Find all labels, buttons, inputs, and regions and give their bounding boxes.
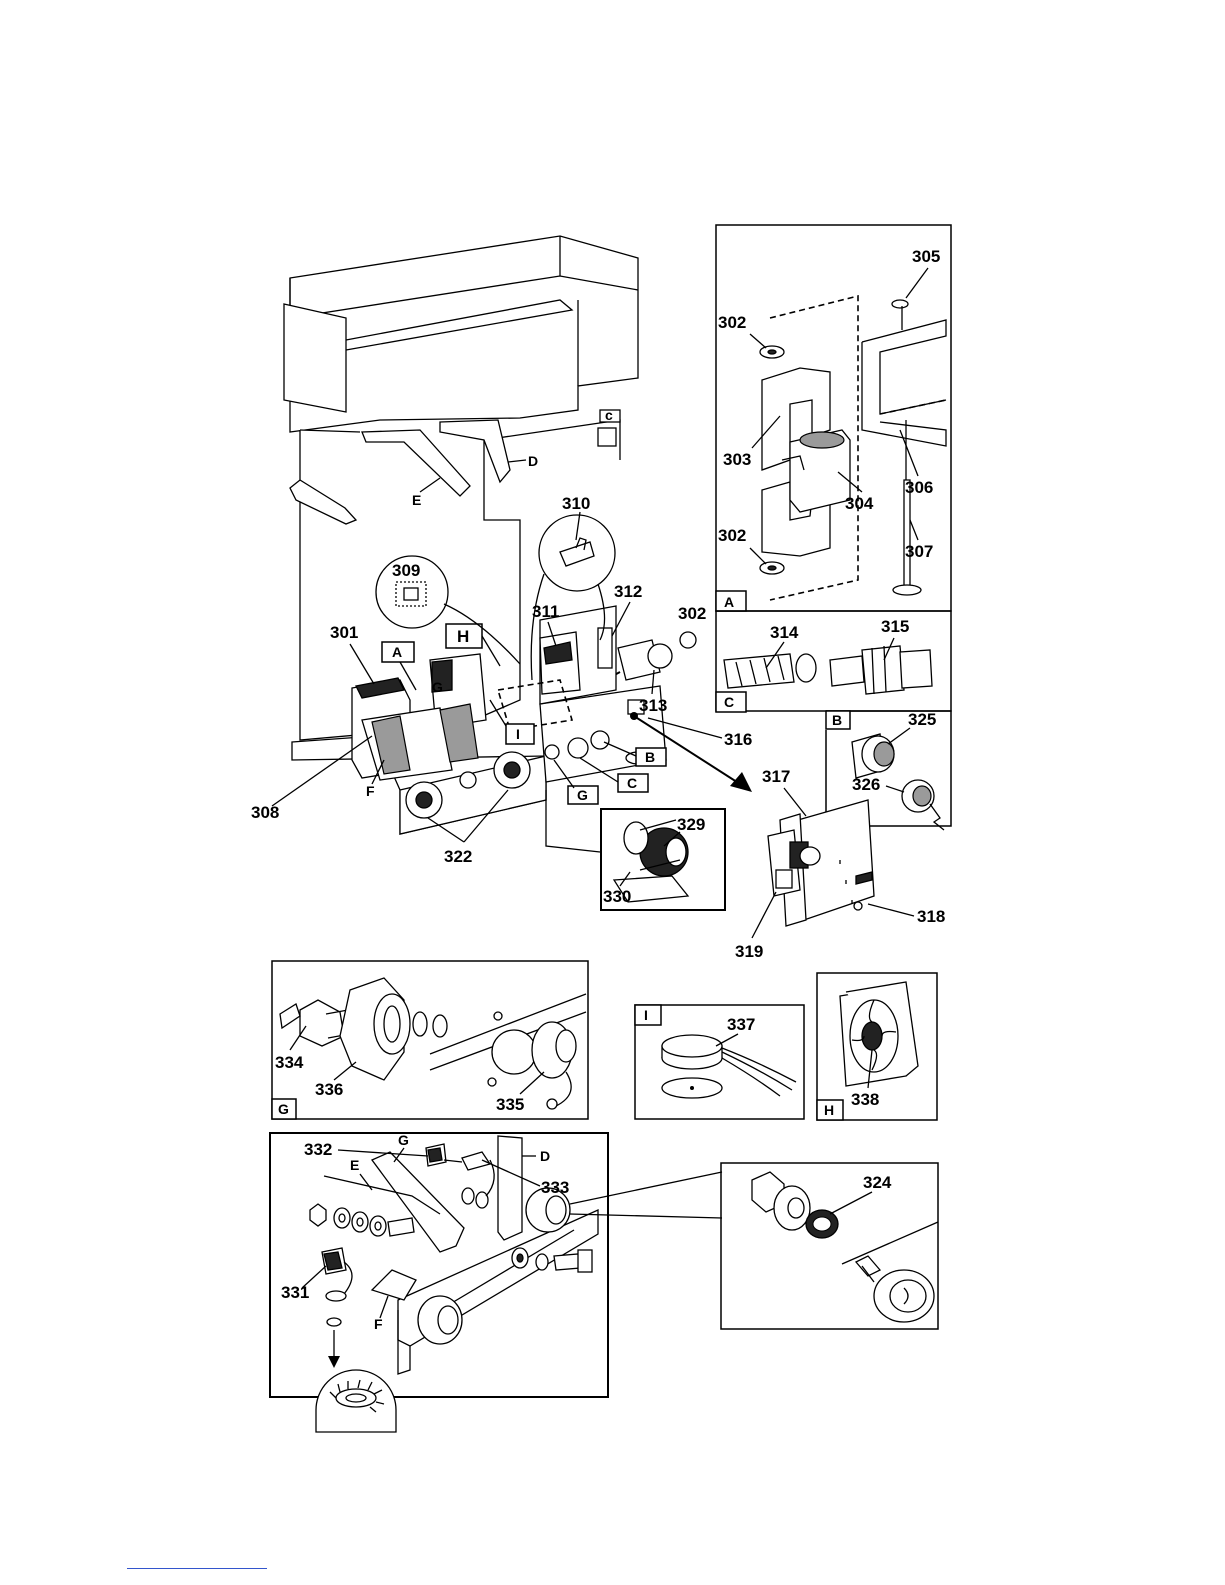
callout-332: 332 [304, 1140, 332, 1159]
callout-313: 313 [639, 696, 667, 715]
callout-306: 306 [905, 478, 933, 497]
callout-319: 319 [735, 942, 763, 961]
detail-324: 324 [721, 1163, 938, 1329]
callout-303: 303 [723, 450, 751, 469]
callout-310: 310 [562, 494, 590, 513]
callout-318: 318 [917, 907, 945, 926]
tag-h: H [457, 627, 469, 646]
inset-g: G 334 336 335 [272, 961, 588, 1119]
callout-325: 325 [908, 710, 936, 729]
callout-314: 314 [770, 623, 799, 642]
lower-label-f: F [374, 1316, 383, 1332]
inset-c-letter: C [724, 694, 734, 710]
callout-322: 322 [444, 847, 472, 866]
inset-g-letter: G [278, 1101, 289, 1117]
lower-exploded-view: D G E F [270, 1132, 608, 1432]
main-assembly: D E c [284, 236, 752, 852]
lower-label-e: E [350, 1157, 359, 1173]
tag-b: B [645, 749, 655, 765]
callout-305: 305 [912, 247, 940, 266]
callout-330: 330 [603, 887, 631, 906]
inset-a: A 305 302 303 304 306 307 302 [716, 225, 951, 611]
callout-317: 317 [762, 767, 790, 786]
callout-308: 308 [251, 803, 279, 822]
callout-307: 307 [905, 542, 933, 561]
callout-335: 335 [496, 1095, 524, 1114]
callout-337: 337 [727, 1015, 755, 1034]
callout-316: 316 [724, 730, 752, 749]
inset-h: H 338 [817, 973, 937, 1120]
label-g-main: G [432, 679, 443, 695]
callout-302-main: 302 [678, 604, 706, 623]
callout-336: 336 [315, 1080, 343, 1099]
label-e: E [412, 492, 421, 508]
label-f: F [366, 783, 375, 799]
inset-h-letter: H [824, 1102, 834, 1118]
tag-g: G [577, 787, 588, 803]
callout-309: 309 [392, 561, 420, 580]
callout-338: 338 [851, 1090, 879, 1109]
detail-leader-bottom [570, 1214, 722, 1218]
callout-334: 334 [275, 1053, 304, 1072]
callout-312: 312 [614, 582, 642, 601]
inset-b-letter: B [832, 712, 842, 728]
callout-333: 333 [541, 1178, 569, 1197]
inset-i-letter: I [644, 1007, 648, 1023]
callout-315: 315 [881, 617, 909, 636]
lower-label-g: G [398, 1132, 409, 1148]
footer-link-underline[interactable] [127, 1568, 267, 1569]
detail-leader-top [570, 1172, 722, 1204]
label-d: D [528, 453, 538, 469]
callout-302-top: 302 [718, 313, 746, 332]
tag-i: I [516, 726, 520, 742]
lower-label-d: D [540, 1148, 550, 1164]
inset-i: I 337 [635, 1005, 804, 1119]
tag-c: C [627, 775, 637, 791]
callout-311: 311 [532, 602, 559, 621]
inset-a-letter: A [724, 594, 734, 610]
callout-304: 304 [845, 494, 874, 513]
callout-301: 301 [330, 623, 358, 642]
callout-324: 324 [863, 1173, 892, 1192]
tag-a: A [392, 644, 402, 660]
callout-326: 326 [852, 775, 880, 794]
callout-329: 329 [677, 815, 705, 834]
label-c-small: c [605, 407, 613, 423]
inset-c: C 314 315 [716, 611, 951, 712]
callout-302-bottom: 302 [718, 526, 746, 545]
inset-329-330: 329 330 [601, 809, 725, 910]
